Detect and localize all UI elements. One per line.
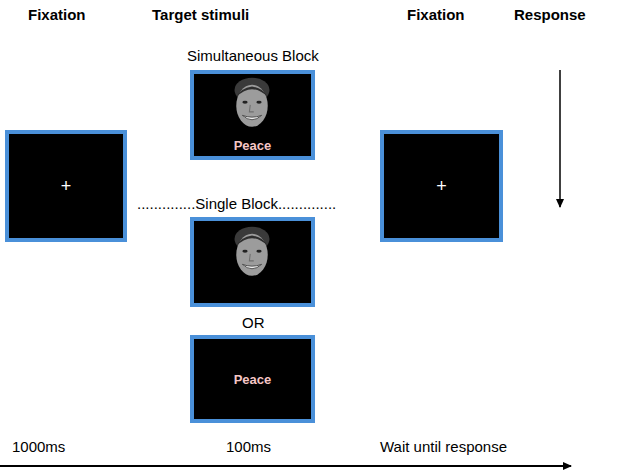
column-heading: Fixation bbox=[407, 6, 465, 23]
column-heading: Fixation bbox=[28, 6, 86, 23]
column-heading: Response bbox=[514, 6, 586, 23]
response-arrow bbox=[559, 70, 561, 207]
screen-text: Peace bbox=[234, 372, 272, 387]
stimulus-screen: + bbox=[5, 130, 127, 242]
annotation: 100ms bbox=[226, 438, 271, 455]
annotation: OR bbox=[242, 314, 265, 331]
stimulus-screen: + bbox=[380, 130, 503, 242]
stimulus-screen: Peace bbox=[190, 335, 315, 423]
screen-text: Peace bbox=[234, 138, 272, 153]
annotation: 1000ms bbox=[12, 438, 65, 455]
annotation: ..............Single Block.............. bbox=[137, 195, 336, 212]
annotation: Simultaneous Block bbox=[187, 47, 319, 64]
screen-text: + bbox=[436, 176, 447, 197]
column-heading: Target stimuli bbox=[152, 6, 249, 23]
face-image bbox=[230, 225, 274, 281]
annotation: Wait until response bbox=[380, 438, 507, 455]
timeline-arrow bbox=[0, 465, 571, 467]
face-image bbox=[230, 76, 274, 132]
screen-text: + bbox=[61, 176, 72, 197]
